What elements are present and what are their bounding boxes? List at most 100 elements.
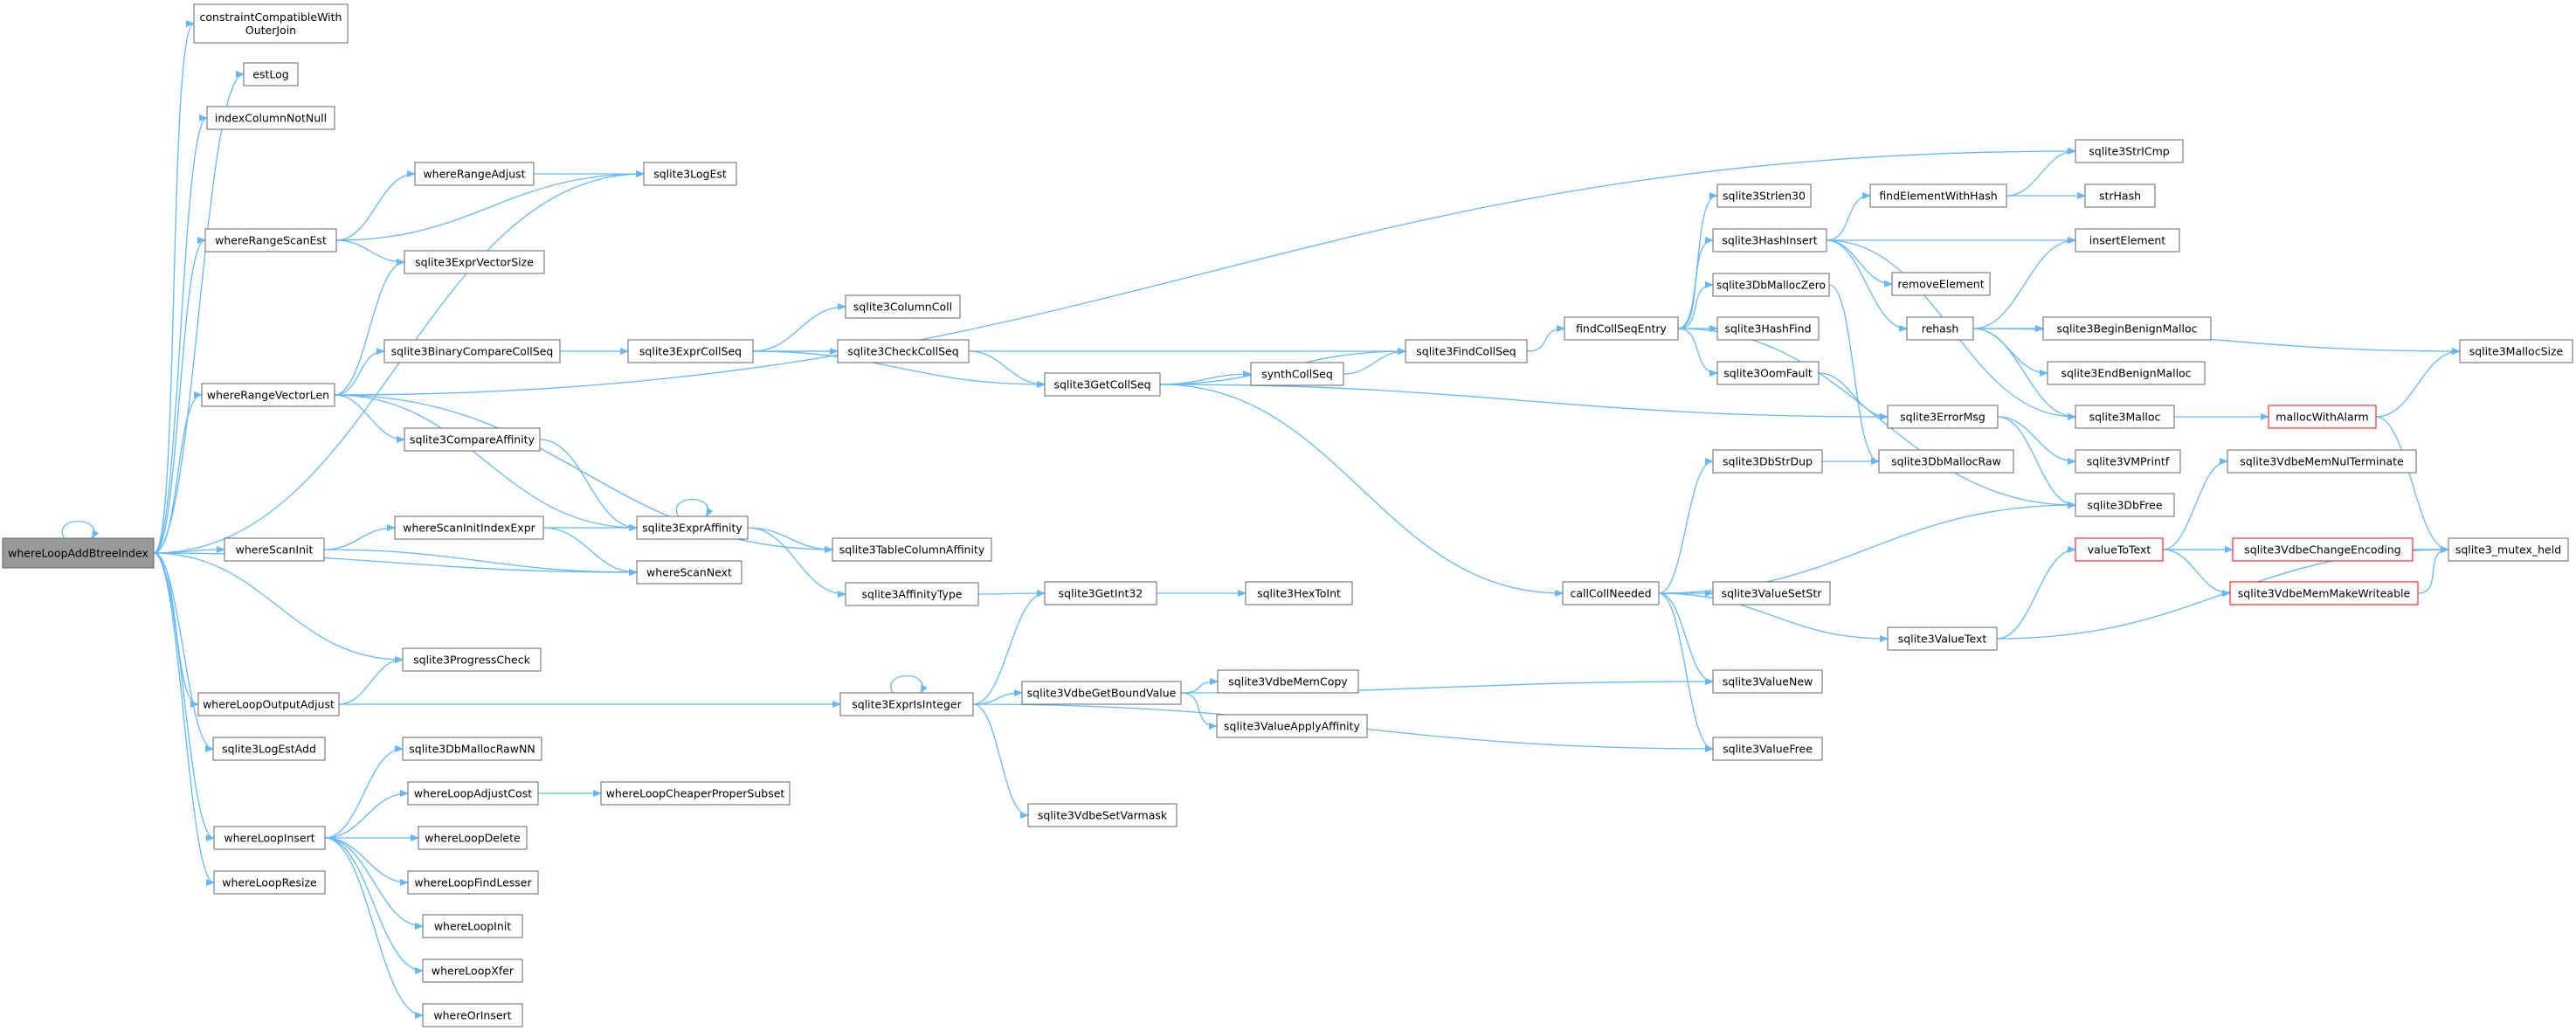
node-where-scan-init-index-expr[interactable]: whereScanInitIndexExpr: [394, 516, 544, 540]
node-sqlite3-vdbe-change-encoding[interactable]: sqlite3VdbeChangeEncoding: [2232, 537, 2414, 562]
node-box: [1021, 681, 1182, 705]
node-box: [402, 737, 542, 761]
node-sqlite3-expr-is-integer[interactable]: sqlite3ExprIsInteger: [839, 692, 974, 716]
node-sqlite3-vdbe-mem-nul-terminate[interactable]: sqlite3VdbeMemNulTerminate: [2227, 449, 2417, 474]
node-sqlite3-vdbe-set-varmask[interactable]: sqlite3VdbeSetVarmask: [1027, 803, 1178, 827]
node-label: whereLoopOutputAdjust: [203, 698, 335, 711]
node-index-column-not-null[interactable]: indexColumnNotNull: [206, 106, 335, 130]
node-sqlite3-compare-affinity[interactable]: sqlite3CompareAffinity: [404, 427, 541, 452]
edge-call-coll-needed-to-sqlite3-value-text: [1658, 592, 1889, 642]
node-where-loop-xfer[interactable]: whereLoopXfer: [422, 958, 523, 983]
node-sqlite3-db-malloc-zero[interactable]: sqlite3DbMallocZero: [1712, 273, 1830, 297]
node-sqlite3-vdbe-get-bound-value[interactable]: sqlite3VdbeGetBoundValue: [1021, 681, 1182, 705]
node-sqlite3-get-int32[interactable]: sqlite3GetInt32: [1044, 581, 1157, 605]
node-sqlite3-value-apply-affinity[interactable]: sqlite3ValueApplyAffinity: [1216, 714, 1368, 738]
node-box: [1712, 737, 1823, 761]
node-sqlite3-db-malloc-raw-nn[interactable]: sqlite3DbMallocRawNN: [402, 737, 542, 761]
node-label: whereLoopResize: [222, 876, 317, 889]
node-sqlite3-oom-fault[interactable]: sqlite3OomFault: [1716, 361, 1820, 385]
node-sqlite3-column-coll[interactable]: sqlite3ColumnColl: [845, 294, 961, 319]
node-remove-element[interactable]: removeElement: [1891, 272, 1991, 296]
node-call-coll-needed[interactable]: callCollNeeded: [1562, 581, 1660, 605]
edge-sqlite3-oom-fault-to-sqlite3-error-msg: [1818, 372, 1889, 420]
node-sqlite3-affinity-type[interactable]: sqlite3AffinityType: [845, 582, 979, 606]
node-value-to-text[interactable]: valueToText: [2075, 537, 2164, 562]
node-sqlite3-expr-vector-size[interactable]: sqlite3ExprVectorSize: [404, 250, 545, 274]
node-label: sqlite3GetInt32: [1059, 587, 1143, 600]
node-sqlite3-db-malloc-raw[interactable]: sqlite3DbMallocRaw: [1878, 449, 2014, 474]
node-where-range-adjust[interactable]: whereRangeAdjust: [414, 162, 535, 186]
node-where-loop-insert[interactable]: whereLoopInsert: [213, 826, 326, 850]
node-str-hash[interactable]: strHash: [2084, 183, 2156, 208]
node-malloc-with-alarm[interactable]: mallocWithAlarm: [2268, 405, 2377, 429]
node-sqlite3-malloc[interactable]: sqlite3Malloc: [2075, 405, 2175, 429]
node-sqlite3-log-est-add[interactable]: sqlite3LogEstAdd: [212, 737, 326, 761]
node-box: [1887, 626, 1998, 651]
node-label: sqlite3DbMallocZero: [1716, 279, 1826, 292]
node-sqlite3-str-i-cmp[interactable]: sqlite3StrICmp: [2075, 139, 2184, 163]
node-label: indexColumnNotNull: [215, 112, 327, 125]
node-find-coll-seq-entry[interactable]: findCollSeqEntry: [1564, 316, 1679, 341]
node-where-scan-next[interactable]: whereScanNext: [636, 560, 742, 585]
node-rehash[interactable]: rehash: [1906, 316, 1974, 341]
node-label: whereScanInitIndexExpr: [403, 522, 535, 535]
node-label: sqlite3ExprVectorSize: [415, 256, 534, 269]
node-sqlite3-begin-benign-malloc[interactable]: sqlite3BeginBenignMalloc: [2042, 316, 2212, 341]
edge-sqlite3-hash-insert-to-rehash: [1826, 239, 1908, 332]
node-sqlite3-get-coll-seq[interactable]: sqlite3GetCollSeq: [1044, 372, 1161, 397]
node-sqlite3-expr-coll-seq[interactable]: sqlite3ExprCollSeq: [627, 339, 754, 363]
node-where-range-vector-len[interactable]: whereRangeVectorLen: [201, 383, 335, 407]
node-sqlite3-vdbe-mem-make-writeable[interactable]: sqlite3VdbeMemMakeWriteable: [2229, 581, 2419, 605]
node-where-loop-delete[interactable]: whereLoopDelete: [418, 826, 528, 850]
node-box: [213, 870, 326, 895]
node-where-loop-cheaper-proper-subset[interactable]: whereLoopCheaperProperSubset: [600, 781, 791, 806]
node-where-loop-init[interactable]: whereLoopInit: [422, 914, 523, 938]
node-sqlite3-strlen30[interactable]: sqlite3Strlen30: [1716, 183, 1812, 208]
node-sqlite3-table-column-affinity[interactable]: sqlite3TableColumnAffinity: [832, 537, 992, 562]
node-where-loop-adjust-cost[interactable]: whereLoopAdjustCost: [407, 781, 539, 806]
node-sqlite3-hex-to-int[interactable]: sqlite3HexToInt: [1245, 581, 1353, 605]
node-where-loop-output-adjust[interactable]: whereLoopOutputAdjust: [197, 692, 340, 716]
node-sqlite3-vdbe-mem-copy[interactable]: sqlite3VdbeMemCopy: [1217, 669, 1359, 694]
node-sqlite3-progress-check[interactable]: sqlite3ProgressCheck: [402, 647, 542, 672]
node-sqlite3-log-est[interactable]: sqlite3LogEst: [643, 162, 737, 186]
node-sqlite3-hash-insert[interactable]: sqlite3HashInsert: [1712, 228, 1827, 253]
node-sqlite3-expr-affinity[interactable]: sqlite3ExprAffinity: [636, 516, 749, 540]
node-sqlite3-db-str-dup[interactable]: sqlite3DbStrDup: [1712, 449, 1823, 474]
node-label: sqlite3ProgressCheck: [413, 654, 530, 667]
node-sqlite3-find-coll-seq[interactable]: sqlite3FindCollSeq: [1405, 339, 1528, 363]
node-where-loop-find-lesser[interactable]: whereLoopFindLesser: [407, 870, 539, 895]
node-insert-element[interactable]: insertElement: [2075, 228, 2180, 253]
edge-sqlite3-hash-insert-to-remove-element: [1826, 239, 1893, 287]
node-synth-coll-seq[interactable]: synthCollSeq: [1250, 362, 1344, 386]
node-sqlite3-error-msg[interactable]: sqlite3ErrorMsg: [1887, 405, 1999, 429]
node-label: sqlite3GetCollSeq: [1053, 378, 1150, 391]
node-sqlite3-hash-find[interactable]: sqlite3HashFind: [1716, 316, 1820, 341]
node-box: [1562, 581, 1660, 605]
node-sqlite3-value-new[interactable]: sqlite3ValueNew: [1712, 669, 1823, 694]
node-sqlite3-malloc-size[interactable]: sqlite3MallocSize: [2459, 339, 2573, 363]
node-where-or-insert[interactable]: whereOrInsert: [422, 1003, 523, 1028]
edge-malloc-with-alarm-to-sqlite3-mutex-held: [2375, 416, 2449, 553]
node-sqlite3-vm-printf[interactable]: sqlite3VMPrintf: [2075, 449, 2181, 474]
node-est-log[interactable]: estLog: [243, 62, 299, 86]
node-where-loop-add-btree-index[interactable]: whereLoopAddBtreeIndex: [2, 537, 155, 569]
node-where-scan-init[interactable]: whereScanInit: [224, 537, 325, 562]
node-box: [1712, 581, 1831, 605]
node-where-range-scan-est[interactable]: whereRangeScanEst: [204, 228, 337, 253]
edge-layer: [61, 20, 2461, 1019]
node-sqlite3-value-set-str[interactable]: sqlite3ValueSetStr: [1712, 581, 1831, 605]
node-sqlite3-value-text[interactable]: sqlite3ValueText: [1887, 626, 1998, 651]
edge-call-coll-needed-to-sqlite3-db-str-dup: [1658, 458, 1714, 594]
node-sqlite3-value-free[interactable]: sqlite3ValueFree: [1712, 737, 1823, 761]
edge-value-to-text-to-sqlite3-vdbe-mem-make-writeable: [2162, 549, 2231, 597]
node-sqlite3-binary-compare-coll-seq[interactable]: sqlite3BinaryCompareCollSeq: [383, 339, 561, 363]
edge-where-loop-insert-to-where-or-insert: [324, 837, 424, 1019]
node-sqlite3-check-coll-seq[interactable]: sqlite3CheckCollSeq: [837, 339, 970, 363]
node-sqlite3-end-benign-malloc[interactable]: sqlite3EndBenignMalloc: [2047, 361, 2206, 385]
node-sqlite3-mutex-held[interactable]: sqlite3_mutex_held: [2448, 537, 2569, 562]
node-sqlite3-db-free[interactable]: sqlite3DbFree: [2075, 493, 2175, 517]
node-find-element-with-hash[interactable]: findElementWithHash: [1869, 183, 2007, 208]
node-where-loop-resize[interactable]: whereLoopResize: [213, 870, 326, 895]
